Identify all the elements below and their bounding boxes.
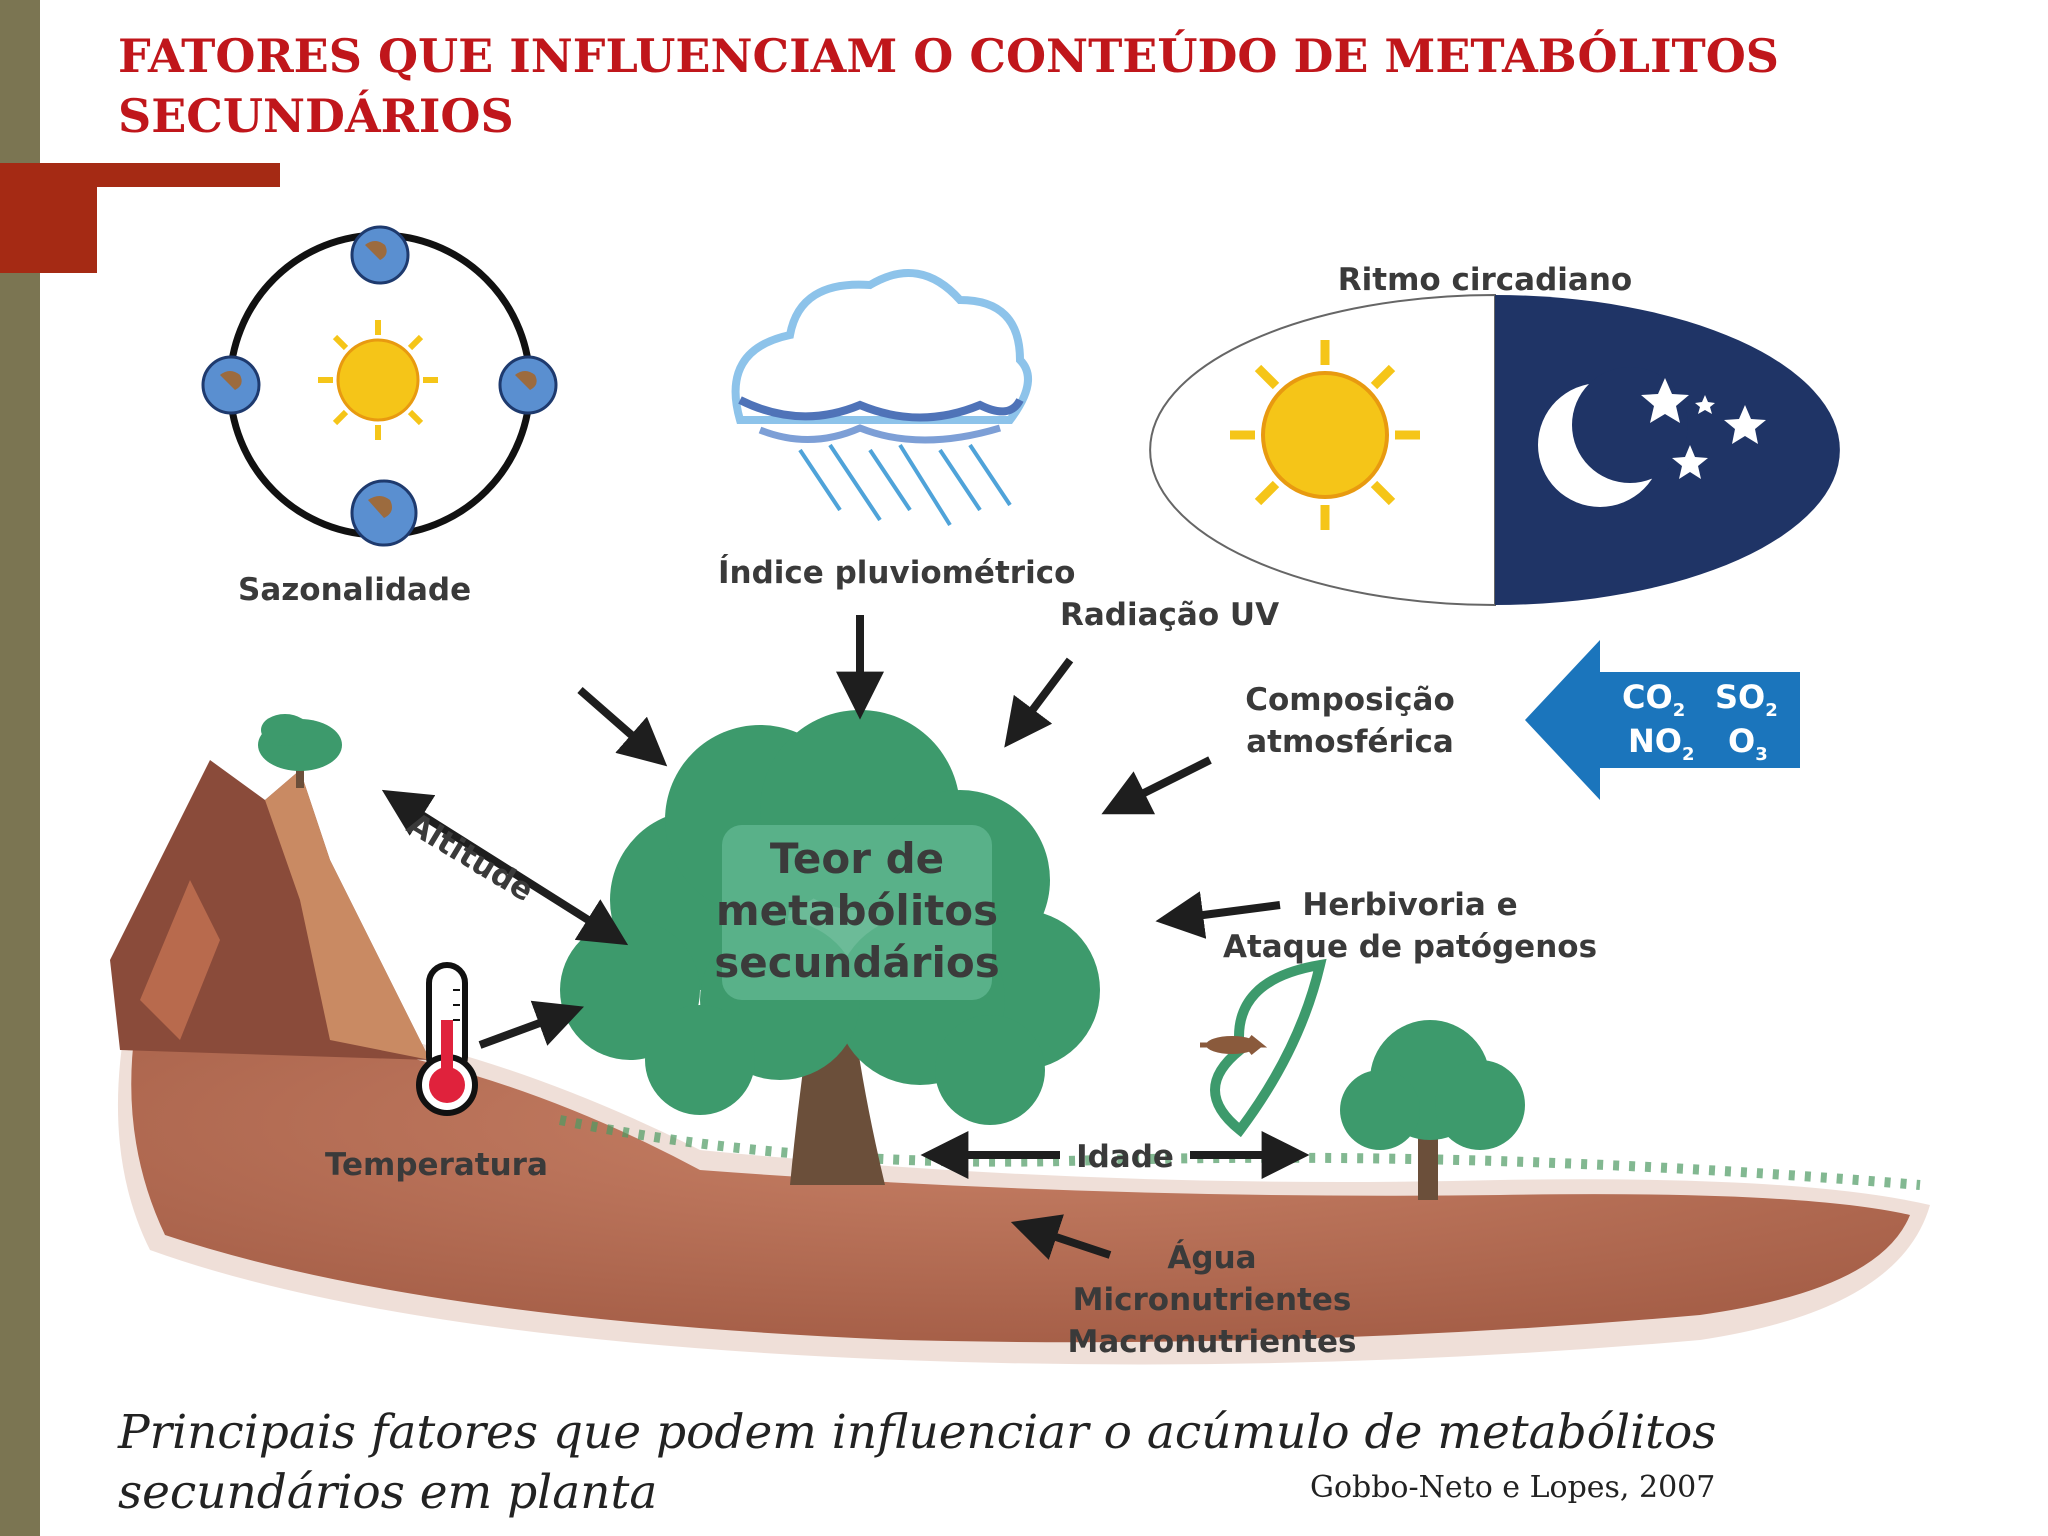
arrow-altitude <box>381 789 629 946</box>
arrow-solo <box>1010 1214 1112 1260</box>
earth-icon <box>201 355 261 415</box>
small-tree <box>1340 1020 1525 1200</box>
gas-o3: O3 <box>1728 722 1768 765</box>
thermometer-icon <box>416 962 478 1116</box>
label-temperatura: Temperatura <box>325 1147 548 1183</box>
leaf-grasshopper-icon <box>1200 958 1327 1138</box>
label-agua: Água <box>1167 1240 1256 1276</box>
slide-title: FATORES QUE INFLUENCIAM O CONTEÚDO DE ME… <box>118 29 1779 143</box>
center-label-line-2: metabólitos <box>716 886 998 935</box>
earth-icon <box>350 225 410 285</box>
gas-no2: NO2 <box>1628 722 1695 765</box>
ground-illustration <box>117 1009 1930 1365</box>
label-atmosferica-2: atmosférica <box>1246 724 1454 760</box>
center-label-line-1: Teor de <box>770 834 944 883</box>
citation: Gobbo-Neto e Lopes, 2007 <box>1310 1470 1716 1505</box>
arrow-uv <box>1004 657 1074 748</box>
mountain <box>110 760 430 1060</box>
gas-so2: SO2 <box>1715 678 1778 721</box>
label-herbivoria-1: Herbivoria e <box>1302 887 1517 923</box>
day-night-ellipse <box>1149 293 1840 607</box>
label-sazonalidade: Sazonalidade <box>238 572 471 608</box>
seasonality-orbit <box>201 225 558 547</box>
label-micronutrientes: Micronutrientes <box>1073 1282 1352 1318</box>
earth-icon <box>498 355 558 415</box>
main-tree <box>560 710 1100 1185</box>
label-circadiano: Ritmo circadiano <box>1338 262 1632 298</box>
sun-icon <box>1230 340 1420 530</box>
label-macronutrientes: Macronutrientes <box>1068 1324 1357 1360</box>
label-herbivoria-2: Ataque de patógenos <box>1223 929 1597 965</box>
atmospheric-arrow <box>1525 640 1800 800</box>
label-pluviometrico: Índice pluviométrico <box>718 555 1075 591</box>
accent-block <box>0 163 97 273</box>
figure-caption: Principais fatores que podem influenciar… <box>118 1405 1717 1520</box>
label-altitude: Altitude <box>401 806 540 909</box>
stars-icon <box>1641 378 1766 479</box>
gas-co2: CO2 <box>1622 678 1685 721</box>
arrow-temperatura <box>478 1000 585 1049</box>
label-atmosferica-1: Composição <box>1245 682 1455 718</box>
mountain-tree <box>258 714 342 788</box>
earth-icon <box>350 479 418 547</box>
sun-icon <box>318 320 438 440</box>
arrow-herbivoria <box>1155 891 1281 939</box>
arrow-sazonalidade <box>577 686 668 767</box>
label-uv: Radiação UV <box>1060 597 1279 633</box>
label-idade: Idade <box>1076 1139 1174 1175</box>
arrow-atmosferica <box>1101 756 1212 815</box>
rain-cloud-icon <box>731 269 1032 527</box>
factor-arrows <box>381 615 1310 1260</box>
center-label-line-3: secundários <box>714 938 1000 987</box>
